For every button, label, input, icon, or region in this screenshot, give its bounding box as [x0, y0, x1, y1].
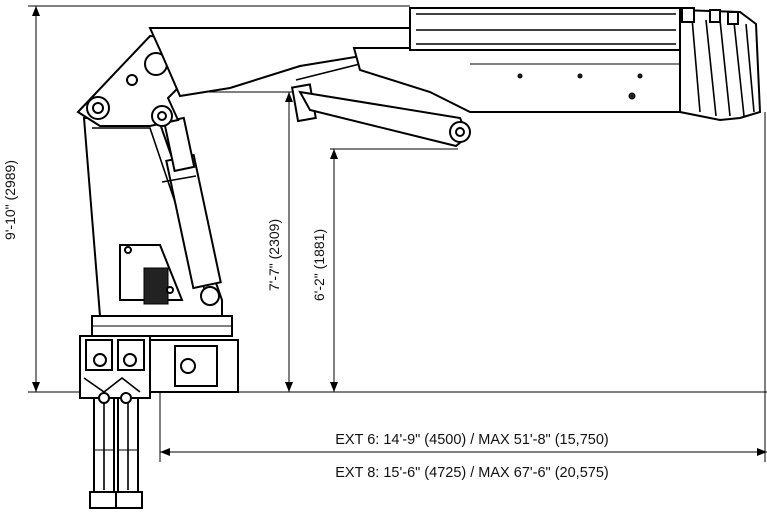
crane-illustration	[76, 7, 762, 509]
reach-ext6-label: EXT 6: 14'-9" (4500) / MAX 51'-8" (15,75…	[335, 432, 608, 448]
reach-ext8-label: EXT 8: 15'-6" (4725) / MAX 67'-6" (20,57…	[335, 465, 608, 481]
tip-height-label: 6'-2" (1881)	[311, 229, 327, 301]
overall-height-label: 9'-10" (2989)	[2, 160, 18, 240]
boom-tip-extensions	[679, 7, 762, 122]
secondary-cylinder	[290, 63, 471, 148]
outrigger-legs	[89, 394, 143, 509]
extension-boom	[352, 7, 681, 113]
boom-pivot-height-label: 7'-7" (2309)	[266, 219, 282, 291]
crane-base	[79, 315, 239, 404]
lift-cylinder	[161, 116, 222, 290]
